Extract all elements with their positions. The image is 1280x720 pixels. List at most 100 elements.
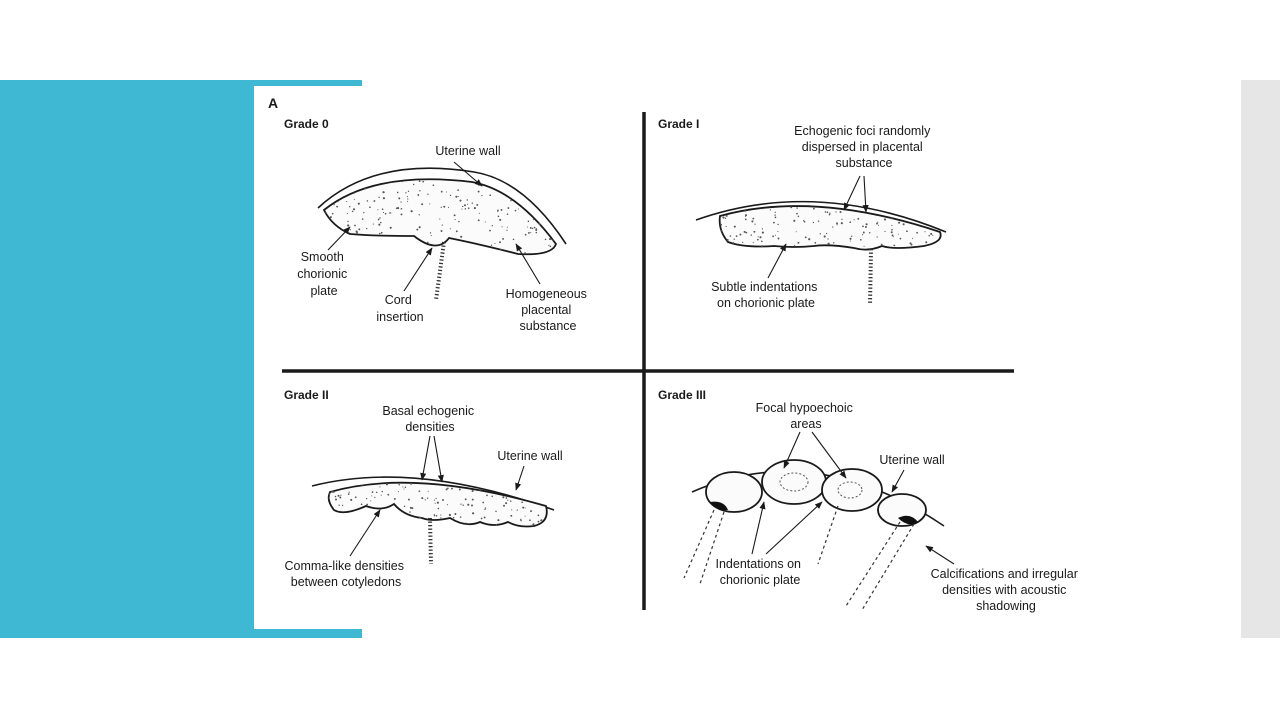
- texture-dot: [756, 238, 759, 241]
- texture-dot: [898, 221, 901, 224]
- texture-dot: [398, 197, 401, 200]
- texture-dot: [803, 220, 806, 223]
- texture-dot: [826, 211, 829, 214]
- texture-dot: [435, 514, 438, 517]
- texture-dot: [455, 195, 458, 198]
- texture-dot: [371, 491, 374, 493]
- texture-dot: [814, 242, 817, 244]
- texture-dot: [432, 184, 435, 186]
- texture-dot: [369, 206, 371, 209]
- texture-dot: [930, 232, 933, 236]
- texture-dot: [380, 231, 383, 234]
- texture-dot: [458, 220, 460, 223]
- texture-dot: [840, 222, 843, 225]
- texture-dot: [449, 194, 452, 197]
- texture-dot: [347, 224, 350, 227]
- texture-dot: [899, 237, 902, 240]
- texture-dot: [334, 495, 337, 498]
- texture-dot: [407, 498, 410, 501]
- texture-dot: [490, 244, 493, 247]
- grade-2-placenta: [327, 481, 548, 528]
- texture-dot: [389, 226, 392, 229]
- texture-dot: [851, 235, 853, 237]
- grade-2-uterine-wall-leader: [515, 465, 525, 491]
- texture-dot: [732, 242, 735, 244]
- texture-dot: [532, 219, 534, 221]
- texture-dot: [720, 230, 723, 232]
- texture-dot: [891, 225, 893, 227]
- texture-dot: [548, 244, 550, 246]
- texture-dot: [328, 497, 330, 499]
- texture-dot: [796, 212, 798, 215]
- texture-dot: [417, 193, 420, 196]
- texture-dot: [795, 231, 797, 233]
- texture-dot: [875, 214, 877, 217]
- texture-dot: [473, 207, 476, 210]
- grade-0-homogeneous-leader: [515, 243, 541, 285]
- texture-dot: [464, 498, 467, 501]
- texture-dot: [454, 513, 457, 515]
- texture-dot: [916, 231, 918, 234]
- grade-0-uterine-wall-leader: [453, 161, 483, 187]
- texture-dot: [520, 518, 522, 521]
- texture-dot: [465, 522, 467, 524]
- grade-1-title: Grade I: [658, 117, 699, 131]
- grade-3-calcifications-label: Calcifications and irregular densities w…: [931, 567, 1082, 613]
- texture-dot: [440, 514, 442, 516]
- grade-2-comma-leader: [349, 509, 381, 557]
- texture-dot: [427, 193, 429, 195]
- texture-dot: [774, 234, 776, 236]
- texture-dot: [418, 490, 420, 492]
- grade-3-cotyledon-2: [761, 459, 827, 505]
- texture-dot: [745, 215, 747, 218]
- texture-dot: [883, 218, 887, 221]
- texture-dot: [757, 236, 759, 238]
- texture-dot: [377, 209, 379, 211]
- texture-dot: [828, 213, 831, 216]
- texture-dot: [412, 183, 415, 186]
- texture-dot: [382, 212, 385, 214]
- texture-dot: [880, 243, 883, 246]
- texture-dot: [835, 211, 837, 213]
- grade-1-foci-leader-a: [843, 175, 861, 211]
- texture-dot: [407, 200, 409, 202]
- texture-dot: [725, 225, 727, 228]
- texture-dot: [876, 222, 878, 225]
- texture-dot: [759, 236, 762, 239]
- texture-dot: [354, 224, 356, 227]
- texture-dot: [494, 242, 496, 245]
- texture-dot: [774, 214, 776, 216]
- texture-dot: [745, 231, 748, 234]
- texture-dot: [453, 214, 456, 217]
- texture-dot: [441, 224, 443, 226]
- texture-dot: [379, 486, 381, 488]
- texture-dot: [331, 212, 334, 215]
- texture-dot: [540, 519, 542, 522]
- grade-1-cord: [868, 248, 873, 305]
- texture-dot: [418, 226, 421, 229]
- texture-dot: [374, 496, 376, 498]
- texture-dot: [733, 238, 735, 240]
- texture-dot: [464, 204, 466, 207]
- texture-dot: [337, 494, 340, 497]
- texture-dot: [328, 493, 331, 495]
- texture-dot: [511, 509, 513, 511]
- texture-dot: [862, 225, 864, 228]
- panel-grade-1: Grade I Echogenic foci randomly disperse…: [658, 117, 947, 310]
- texture-dot: [549, 245, 552, 248]
- texture-dot: [489, 194, 492, 197]
- texture-dot: [379, 217, 381, 219]
- texture-dot: [521, 501, 523, 504]
- texture-dot: [422, 180, 425, 183]
- texture-dot: [419, 190, 421, 192]
- texture-dot: [484, 508, 486, 511]
- texture-dot: [348, 491, 350, 493]
- texture-dot: [836, 224, 838, 226]
- texture-dot: [397, 207, 400, 210]
- texture-dot: [446, 191, 448, 193]
- texture-dot: [400, 213, 403, 216]
- texture-dot: [524, 252, 527, 255]
- texture-dot: [824, 211, 827, 213]
- texture-dot: [772, 235, 774, 238]
- texture-dot: [346, 213, 349, 215]
